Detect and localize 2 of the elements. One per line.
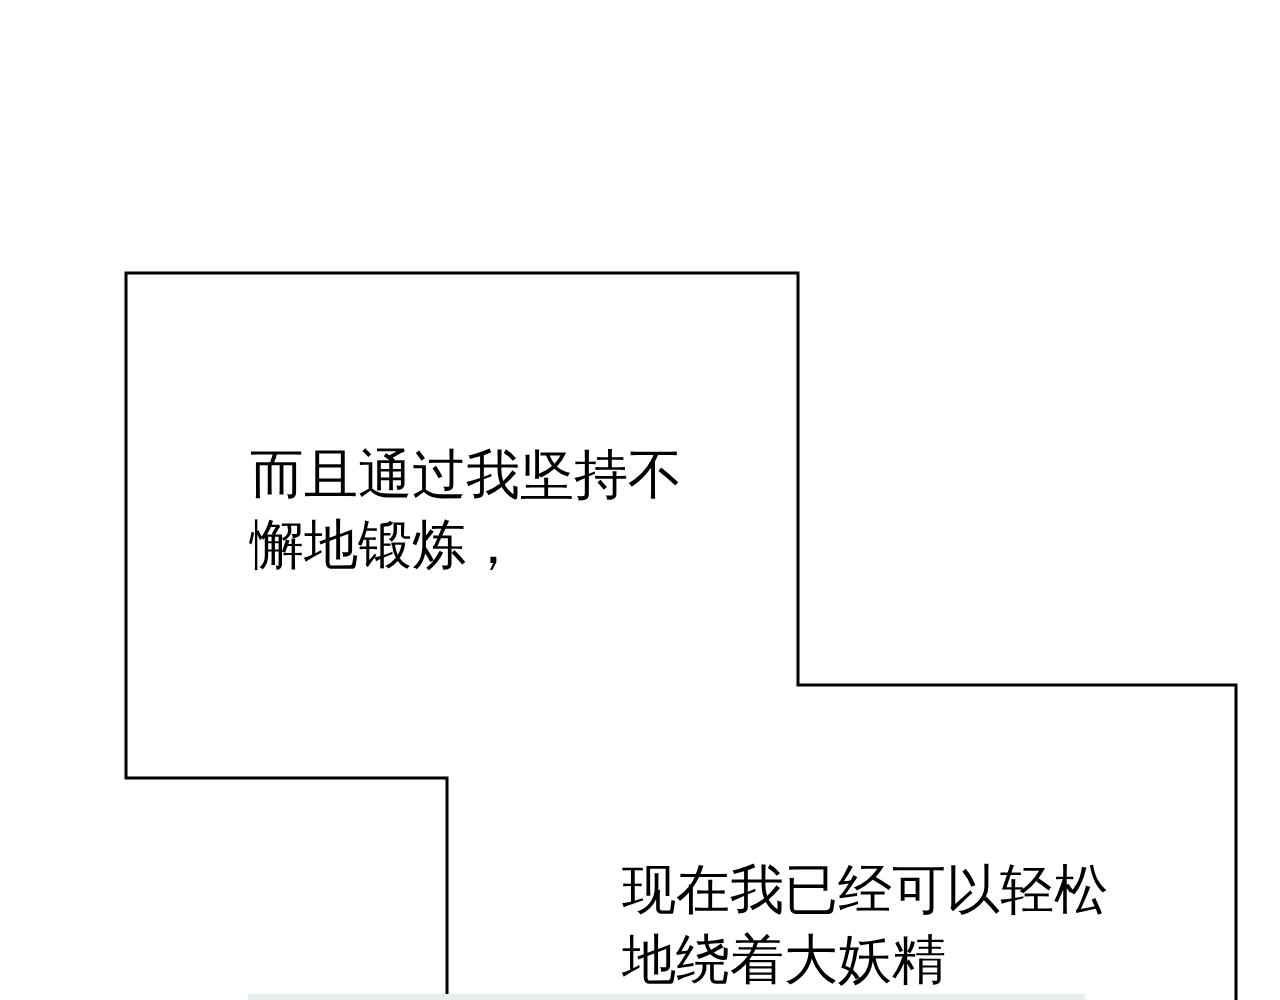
caption-text: 而且通过我坚持不懈地锻炼， (250, 442, 683, 578)
caption-text: 现在我已经可以轻松地绕着大妖精 (622, 857, 1109, 993)
